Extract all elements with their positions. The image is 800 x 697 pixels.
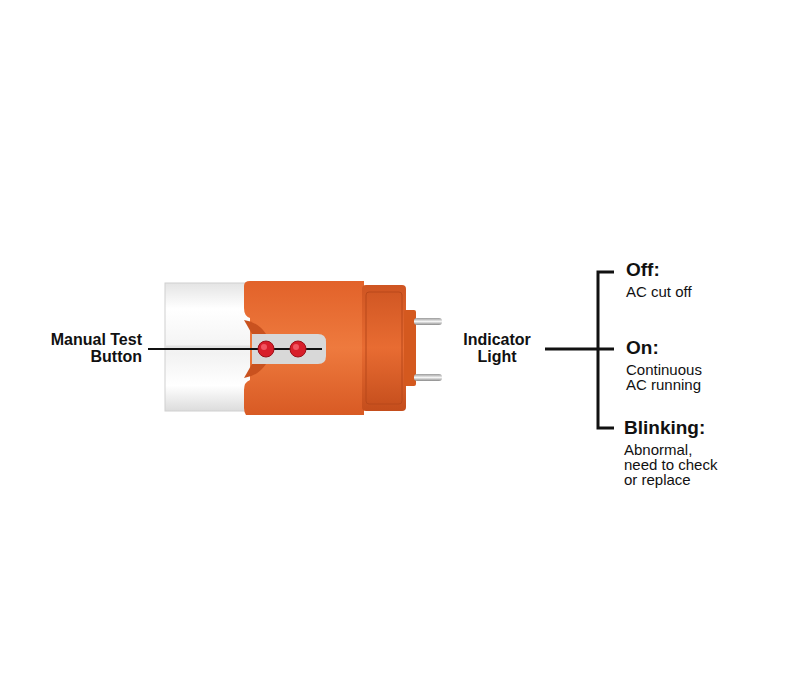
test-button-shine [261,344,267,350]
indicator-light [290,341,306,357]
callout-label: Indicator Light [448,332,546,366]
state-bracket [598,272,614,428]
pin [414,374,442,381]
end-cap-rim-edge [366,292,402,404]
pin [414,318,442,325]
state-description: AC cut off [626,284,776,299]
state-heading: On: [626,338,776,358]
recess-bevel [244,320,266,334]
state-heading: Off: [626,260,776,280]
state-description: Abnormal, need to check or replace [624,442,720,487]
state-heading: Blinking: [624,418,774,438]
indicator-shine [293,344,299,350]
leader-line [545,348,598,351]
end-cap [244,281,364,415]
test-button [258,341,274,357]
recess-bevel [244,364,266,378]
callout-label: Manual Test Button [30,332,142,366]
end-cap-rim [362,285,406,411]
tube-body [165,283,255,411]
state-description: Continuous AC running [626,362,726,392]
